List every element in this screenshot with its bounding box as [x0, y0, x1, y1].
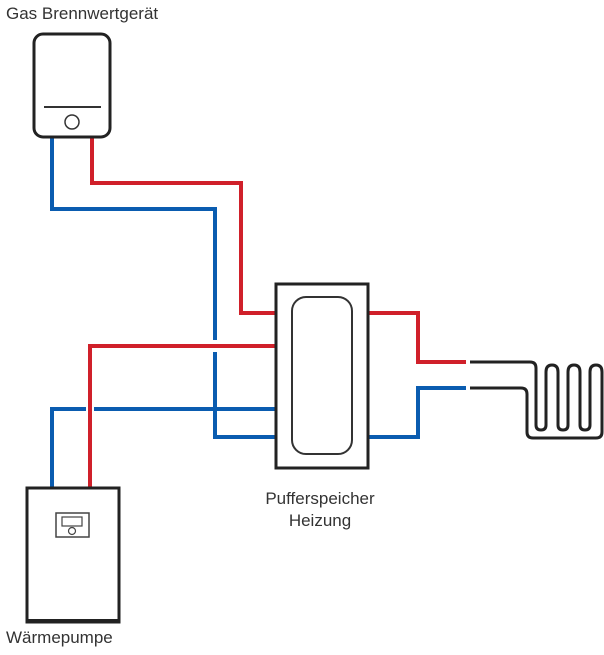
- boiler-return-pipe: [50, 138, 277, 439]
- heat-pump-supply-pipe: [88, 344, 277, 488]
- buffer-label-line1: Pufferspeicher: [265, 489, 375, 508]
- buffer-label-line2: Heizung: [288, 511, 352, 530]
- buffer-tank-icon: [274, 282, 370, 470]
- heat-pump-icon: [25, 486, 121, 624]
- heat-pump-label: Wärmepumpe: [6, 628, 113, 647]
- floor-heating-supply-pipe: [368, 311, 466, 364]
- buffer-label: Pufferspeicher Heizung: [230, 488, 410, 532]
- boiler-supply-pipe: [90, 138, 277, 315]
- underfloor-heating-coil-icon: [470, 360, 604, 440]
- boiler-label: Gas Brennwertgerät: [6, 4, 159, 23]
- heat-pump-return-pipe: [50, 407, 277, 488]
- gas-boiler-icon: [32, 32, 112, 139]
- floor-heating-return-pipe: [368, 386, 466, 439]
